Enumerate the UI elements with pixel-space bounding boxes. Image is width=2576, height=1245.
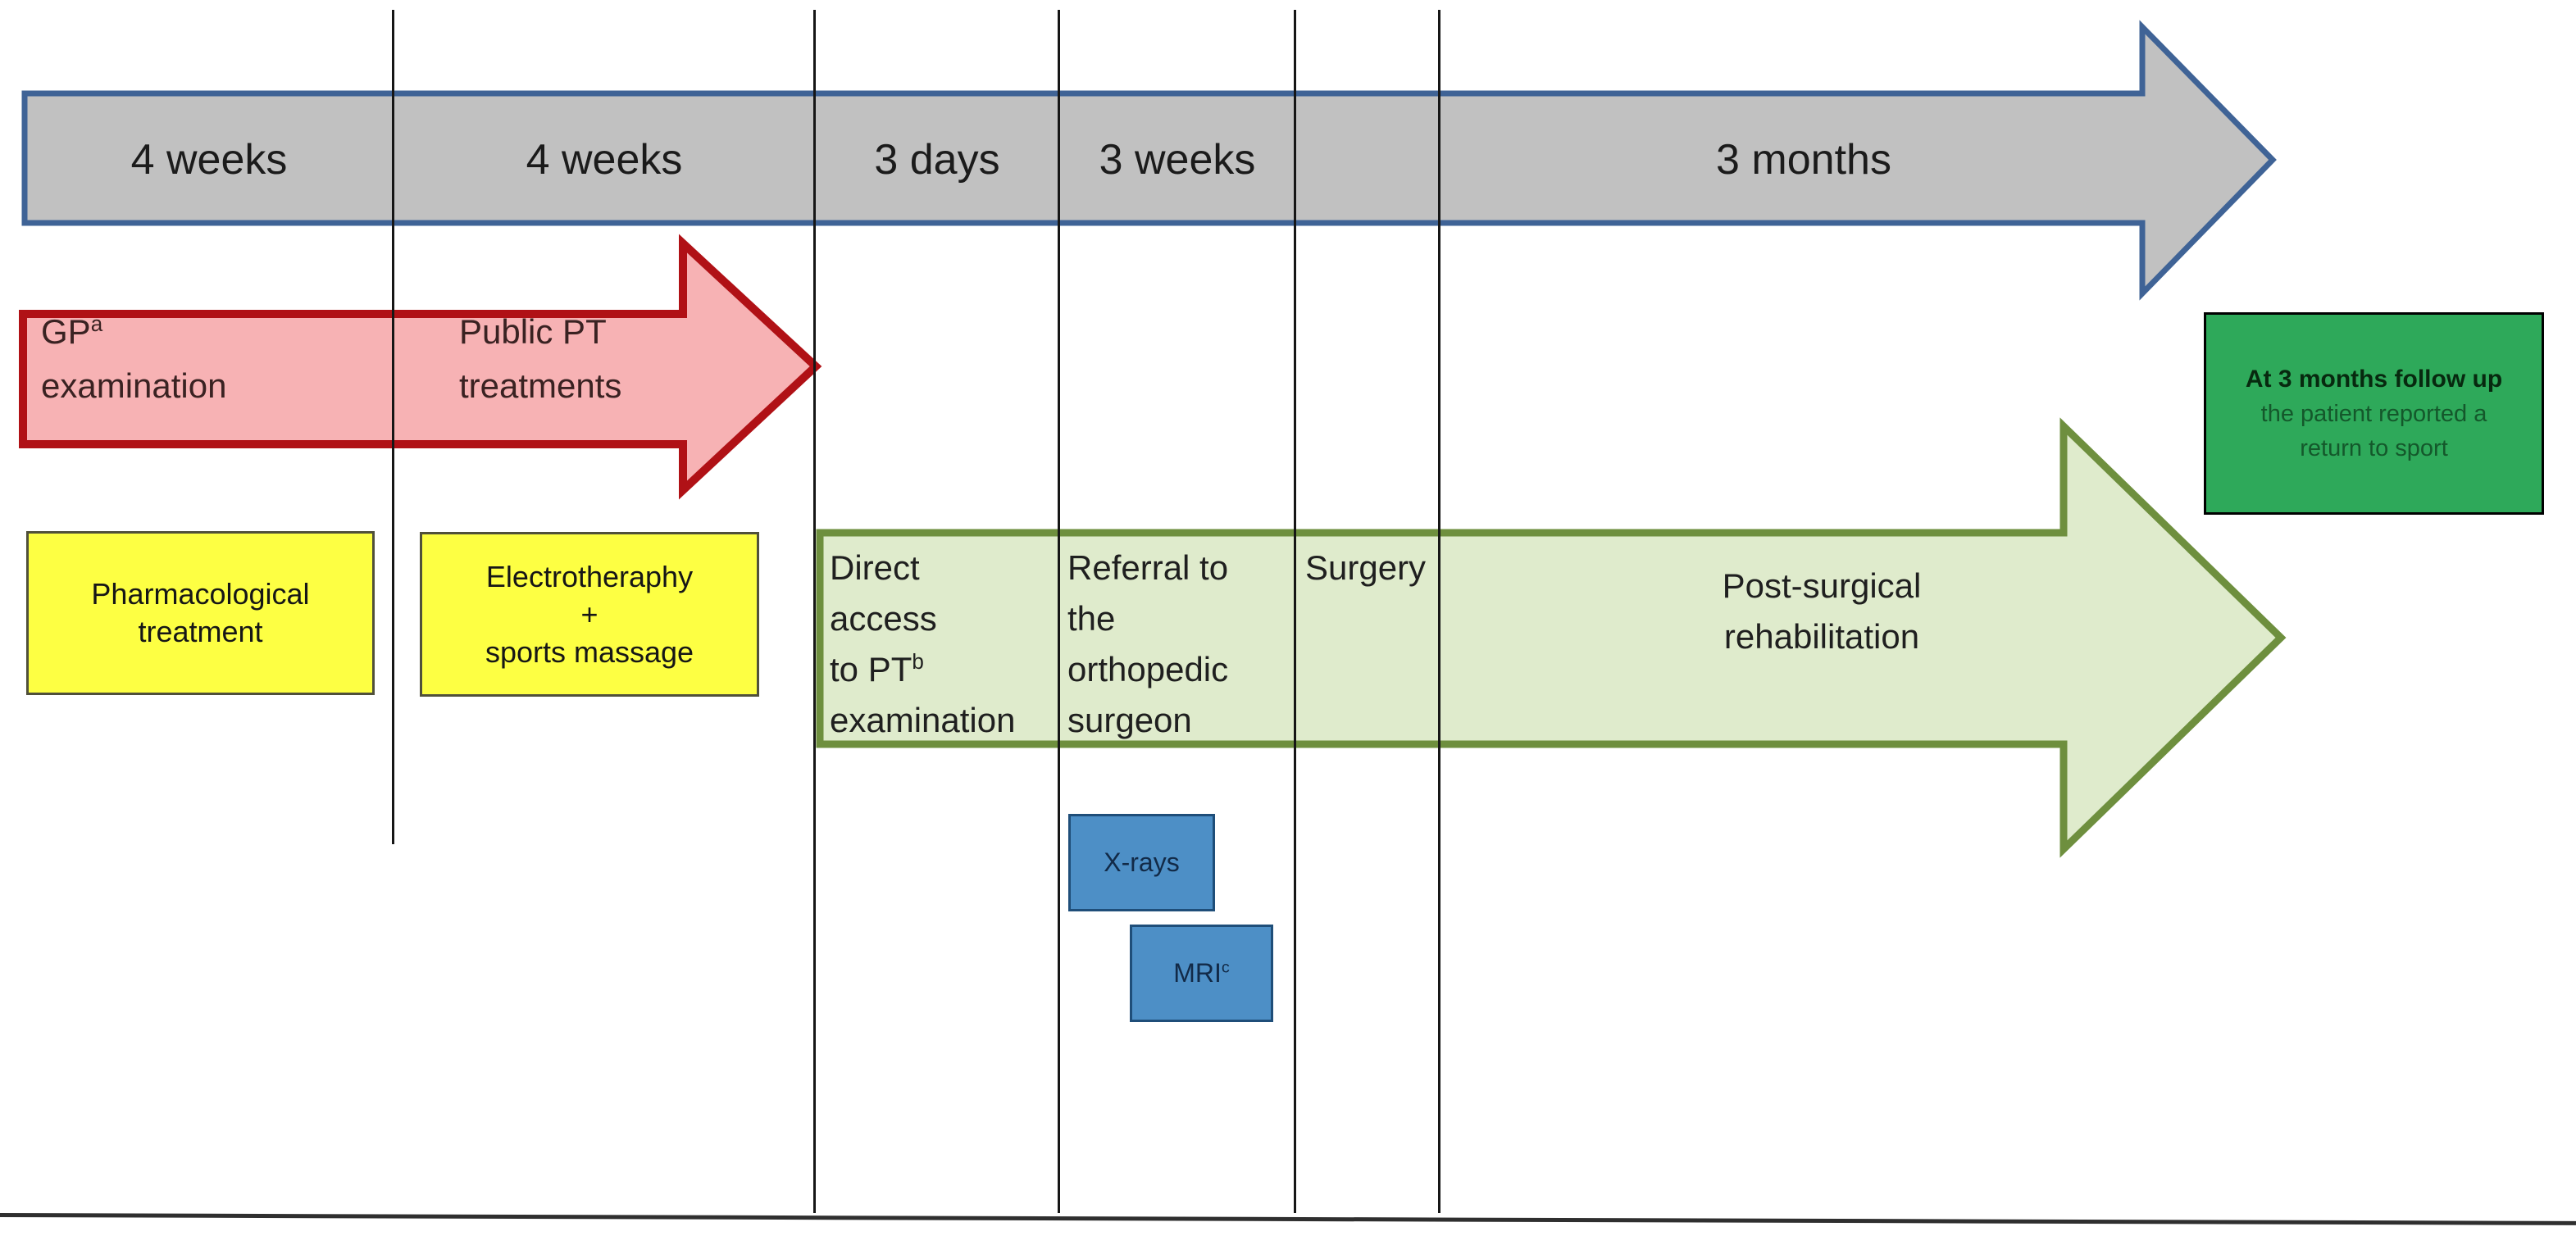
footnote-a: a	[90, 311, 103, 336]
post-surgical-rehab-label: Post-surgical rehabilitation	[1723, 561, 1922, 662]
electrotherapy-massage-box: Electrotheraphy + sports massage	[420, 532, 759, 697]
duration-label-3: 3 days	[874, 136, 1000, 184]
rehab-line1: Post-surgical	[1722, 566, 1922, 605]
followup-line3: return to sport	[2300, 434, 2448, 461]
direct-line4: examination	[830, 701, 1016, 739]
gp-treatment-arrow-red	[19, 234, 822, 500]
direct-access-pt-label: Direct access to PTb examination	[830, 543, 1015, 746]
followup-result-box: At 3 months follow up the patient report…	[2204, 312, 2544, 515]
xrays-label: X-rays	[1104, 847, 1180, 877]
followup-title: At 3 months follow up	[2245, 365, 2503, 393]
divider-line-2	[813, 10, 816, 1213]
duration-label-2: 4 weeks	[526, 136, 683, 184]
duration-label-1: 4 weeks	[130, 136, 288, 184]
gp-line2: examination	[41, 366, 227, 405]
duration-label-4: 3 weeks	[1099, 136, 1256, 184]
mri-box: MRIc	[1130, 925, 1273, 1022]
gp-line1: GPa	[41, 311, 103, 351]
xrays-box: X-rays	[1068, 814, 1215, 911]
referral-surgeon-label: Referral to the orthopedic surgeon	[1067, 543, 1228, 746]
footnote-b: b	[912, 649, 924, 674]
duration-label-5: 3 months	[1716, 136, 1891, 184]
electrotherapy-line2: +	[580, 597, 598, 631]
mri-label: MRIc	[1173, 958, 1230, 988]
direct-line3: to PTb	[830, 649, 924, 688]
pharmacological-line1: Pharmacological	[91, 577, 310, 611]
care-pathway-arrow-green	[816, 417, 2287, 858]
surgery-label: Surgery	[1305, 548, 1427, 587]
referral-line4: surgeon	[1067, 701, 1192, 739]
referral-line2: the	[1067, 599, 1116, 638]
timeline-arrow-gray	[21, 20, 2277, 301]
footnote-c: c	[1221, 958, 1230, 977]
followup-line2: the patient reported a	[2260, 400, 2487, 427]
direct-line1: Direct	[830, 548, 920, 587]
pt-line2: treatments	[459, 366, 622, 405]
divider-line-4	[1294, 10, 1296, 1213]
referral-line1: Referral to	[1067, 548, 1229, 587]
divider-line-1	[392, 10, 394, 844]
divider-line-5	[1438, 10, 1440, 1213]
electrotherapy-line3: sports massage	[485, 634, 694, 669]
rehab-line2: rehabilitation	[1723, 617, 1920, 656]
electrotherapy-line1: Electrotheraphy	[485, 559, 694, 593]
pharmacological-treatment-box: Pharmacological treatment	[26, 531, 375, 695]
public-pt-treatments-label: Public PT treatments	[459, 305, 621, 413]
direct-line2: access	[830, 599, 937, 638]
referral-line3: orthopedic	[1067, 650, 1229, 688]
pharmacological-line2: treatment	[138, 615, 263, 648]
divider-line-3	[1058, 10, 1060, 1213]
pt-line1: Public PT	[459, 312, 607, 351]
gp-examination-label: GPa examination	[41, 305, 226, 413]
